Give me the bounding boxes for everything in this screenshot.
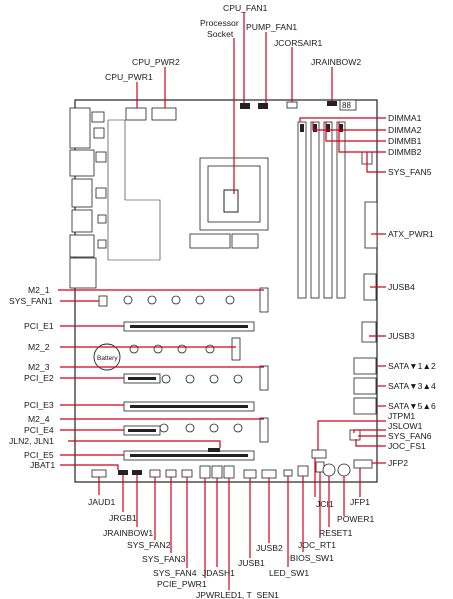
label-sys-fan4: SYS_FAN4 bbox=[153, 568, 197, 578]
dimm-slots bbox=[297, 121, 346, 299]
label-cpu-pwr2: CPU_PWR2 bbox=[132, 57, 180, 67]
sys-fan1-header bbox=[98, 295, 108, 307]
label-jpwrled-tsen: JPWRLED1, T_SEN1 bbox=[196, 590, 279, 599]
debug-led-digits: 88 bbox=[342, 101, 351, 110]
label-pump-fan1: PUMP_FAN1 bbox=[246, 22, 297, 32]
label-pci-e4: PCI_E4 bbox=[24, 425, 54, 435]
label-socket: Socket bbox=[207, 29, 234, 39]
label-jtpm1: JTPM1 bbox=[388, 411, 415, 421]
battery-label: Battery bbox=[97, 355, 118, 362]
cpu-fan1-header bbox=[240, 103, 250, 109]
label-dimmb2: DIMMB2 bbox=[388, 147, 422, 157]
vrm-heatsink bbox=[107, 119, 161, 261]
label-sata34: SATA▼3▲4 bbox=[388, 381, 436, 391]
label-joc-fs1: JOC_FS1 bbox=[388, 441, 426, 451]
label-sys-fan3: SYS_FAN3 bbox=[142, 554, 186, 564]
label-jfp1: JFP1 bbox=[350, 497, 370, 507]
label-bios-sw1: BIOS_SW1 bbox=[290, 553, 334, 563]
label-jfp2: JFP2 bbox=[388, 458, 408, 468]
label-jrainbow2: JRAINBOW2 bbox=[311, 57, 361, 67]
label-pci-e5: PCI_E5 bbox=[24, 450, 54, 460]
label-dimma2: DIMMA2 bbox=[388, 125, 422, 135]
cpu-pwr1-connector bbox=[125, 107, 147, 121]
label-m2-1: M2_1 bbox=[28, 285, 50, 295]
bottom-headers bbox=[91, 429, 373, 479]
label-sys-fan2: SYS_FAN2 bbox=[127, 540, 171, 550]
label-sata56: SATA▼5▲6 bbox=[388, 401, 436, 411]
label-sata12: SATA▼1▲2 bbox=[388, 361, 436, 371]
atx-pwr1-connector bbox=[364, 201, 378, 249]
jcorsair1-header bbox=[286, 101, 298, 109]
label-processor: Processor bbox=[200, 18, 239, 28]
rear-io-panel bbox=[69, 107, 107, 289]
label-jbat1: JBAT1 bbox=[30, 460, 55, 470]
label-dimmb1: DIMMB1 bbox=[388, 136, 422, 146]
callout-lines bbox=[58, 12, 386, 590]
label-jln: JLN2, JLN1 bbox=[9, 436, 54, 446]
label-led-sw1: LED_SW1 bbox=[269, 568, 309, 578]
m2-3-slot bbox=[259, 365, 269, 391]
label-pcie-pwr1: PCIE_PWR1 bbox=[157, 579, 207, 589]
label-m2-4: M2_4 bbox=[28, 414, 50, 424]
jrainbow2-header bbox=[327, 101, 337, 106]
label-reset1: RESET1 bbox=[319, 528, 353, 538]
pump-fan1-header bbox=[258, 103, 268, 109]
label-jrgb1: JRGB1 bbox=[109, 513, 137, 523]
label-jrainbow1: JRAINBOW1 bbox=[103, 528, 153, 538]
cpu-socket bbox=[189, 157, 269, 249]
label-pci-e2: PCI_E2 bbox=[24, 373, 54, 383]
label-cpu-pwr1: CPU_PWR1 bbox=[105, 72, 153, 82]
label-jusb4: JUSB4 bbox=[388, 282, 415, 292]
label-jusb2: JUSB2 bbox=[256, 543, 283, 553]
sata12-ports bbox=[353, 357, 377, 375]
debug-led-display bbox=[339, 99, 357, 111]
label-sys-fan1: SYS_FAN1 bbox=[9, 296, 53, 306]
label-dimma1: DIMMA1 bbox=[388, 113, 422, 123]
label-jslow1: JSLOW1 bbox=[388, 421, 423, 431]
label-sys-fan6: SYS_FAN6 bbox=[388, 431, 432, 441]
label-jusb3: JUSB3 bbox=[388, 331, 415, 341]
m2-1-slot bbox=[259, 287, 269, 313]
sata34-ports bbox=[353, 377, 377, 395]
label-jci1: JCI1 bbox=[316, 499, 334, 509]
callout-labels: CPU_FAN1 Processor Socket PUMP_FAN1 JCOR… bbox=[9, 3, 436, 599]
sata56-ports bbox=[353, 397, 377, 415]
cmos-battery bbox=[93, 343, 121, 371]
label-jusb1: JUSB1 bbox=[238, 558, 265, 568]
label-m2-2: M2_2 bbox=[28, 342, 50, 352]
label-sys-fan5: SYS_FAN5 bbox=[388, 167, 432, 177]
label-jdash1: JDASH1 bbox=[202, 568, 235, 578]
label-m2-3: M2_3 bbox=[28, 362, 50, 372]
jusb3-connector bbox=[361, 321, 377, 343]
label-jcorsair1: JCORSAIR1 bbox=[274, 38, 322, 48]
label-jaud1: JAUD1 bbox=[88, 497, 115, 507]
m2-4-slot bbox=[259, 417, 269, 443]
label-cpu-fan1: CPU_FAN1 bbox=[223, 3, 268, 13]
label-atx-pwr1: ATX_PWR1 bbox=[388, 229, 434, 239]
m2-2-slot bbox=[231, 337, 241, 361]
label-pci-e3: PCI_E3 bbox=[24, 400, 54, 410]
cpu-pwr2-connector bbox=[151, 107, 177, 121]
label-power1: POWER1 bbox=[337, 514, 374, 524]
label-joc-rt1: JOC_RT1 bbox=[298, 540, 336, 550]
label-pci-e1: PCI_E1 bbox=[24, 321, 54, 331]
